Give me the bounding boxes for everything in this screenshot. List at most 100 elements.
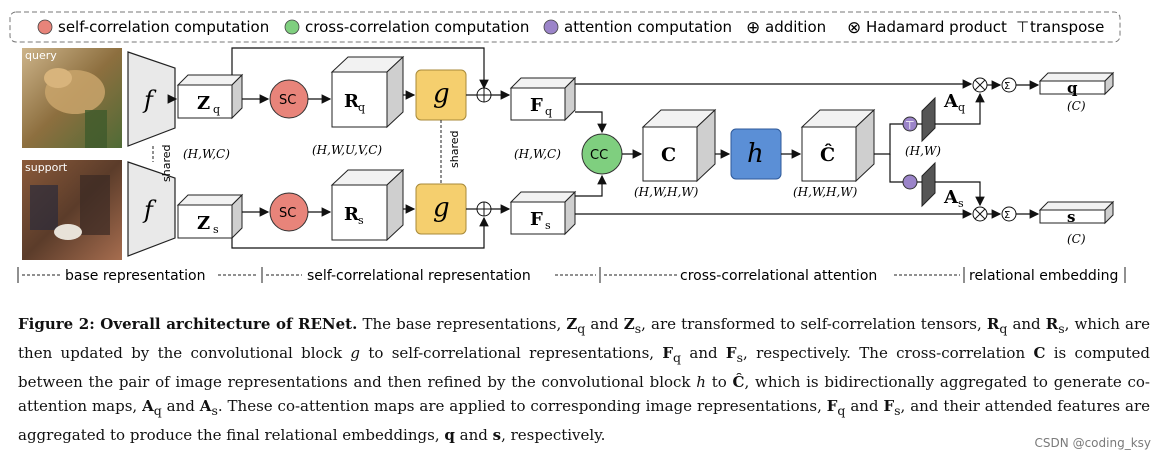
caption-math-g: g xyxy=(350,344,360,362)
transpose-attention-node: ⊤ xyxy=(902,116,918,132)
q-vector: q xyxy=(1038,71,1115,97)
caption-text: . These co-attention maps are applied to… xyxy=(217,397,827,415)
c-dims: (H,W,H,W) xyxy=(634,185,699,199)
sum-support-symbol: Σ xyxy=(1004,210,1010,221)
rs-sub: s xyxy=(358,214,364,227)
sc-support-label: SC xyxy=(279,206,296,221)
caption-sub-q: q xyxy=(577,321,586,336)
rq-sub: q xyxy=(358,101,365,114)
caption-sub-s: s xyxy=(211,403,218,418)
caption-math-Rs: R xyxy=(1045,315,1059,333)
legend-self-corr: self-correlation computation xyxy=(58,18,269,36)
zq-sub: q xyxy=(213,103,220,116)
query-image: query xyxy=(22,48,122,148)
rs-block: R s xyxy=(330,168,405,242)
sum-query-symbol: Σ xyxy=(1004,81,1010,92)
sc-support: SC xyxy=(269,192,309,232)
caption-text: and xyxy=(681,344,726,362)
g-support-label: g xyxy=(433,193,450,223)
fs-label: F xyxy=(530,209,543,230)
caption-text: , which is bidirectionally aggregated to… xyxy=(18,373,1150,415)
caption-math-As: A xyxy=(199,397,212,415)
s-label: s xyxy=(1067,208,1075,226)
rq-label: R xyxy=(344,91,360,112)
stage-cross: cross-correlational attention xyxy=(680,268,877,284)
caption-math-Fq: F xyxy=(662,344,674,362)
zq-dims: (H,W,C) xyxy=(183,147,230,161)
s-dims: (C) xyxy=(1067,232,1086,246)
legend-self-corr-swatch xyxy=(37,19,53,35)
legend-cross-corr: cross-correlation computation xyxy=(305,18,529,36)
sc-query: SC xyxy=(269,79,309,119)
zs-sub: s xyxy=(213,223,219,236)
q-dims: (C) xyxy=(1067,99,1086,113)
caption-math-h: h xyxy=(696,373,706,391)
caption-sub-s: s xyxy=(634,321,642,336)
as-map: A s xyxy=(921,161,964,210)
caption-math-Fq: F xyxy=(826,397,838,415)
caption-text: , are transformed to self-correlation te… xyxy=(641,315,987,333)
cc-label: CC xyxy=(590,148,608,163)
hadamard-node-support xyxy=(972,206,988,222)
aq-sub: q xyxy=(958,101,965,114)
support-image: support xyxy=(22,160,122,260)
hadamard-node-query xyxy=(972,77,988,93)
caption-text: and xyxy=(845,397,884,415)
caption-sub-s: s xyxy=(736,350,743,365)
encoder-f-query: f xyxy=(127,51,176,147)
c-block: C xyxy=(641,108,717,183)
encoder-f-support: f xyxy=(127,161,176,257)
legend-hadamard: Hadamard product xyxy=(866,18,1007,36)
q-label: q xyxy=(1067,79,1078,97)
legend-addition: addition xyxy=(765,18,826,36)
figure-caption: Figure 2: Overall architecture of RENet.… xyxy=(18,312,1150,447)
shared-label-g: shared xyxy=(448,131,461,168)
legend: self-correlation computation cross-corre… xyxy=(9,11,1121,43)
rq-block: R q xyxy=(330,55,405,129)
caption-sub-q: q xyxy=(837,403,846,418)
caption-text: to self-correlational representations, xyxy=(360,344,663,362)
aq-map: A q xyxy=(921,91,965,143)
g-block-query: g xyxy=(415,69,467,121)
aq-label: A xyxy=(943,91,959,112)
caption-text: and xyxy=(585,315,624,333)
connections xyxy=(167,47,1040,249)
caption-math-Rq: R xyxy=(986,315,1000,333)
caption-text: , respectively. The cross-correlation xyxy=(743,344,1034,362)
caption-text: and xyxy=(454,426,493,444)
zs-label: Z xyxy=(197,213,210,234)
c-label: C xyxy=(661,144,676,166)
sc-query-label: SC xyxy=(279,93,296,108)
caption-math-q: q xyxy=(444,426,455,444)
caption-math-Aq: A xyxy=(142,397,154,415)
legend-transpose: transpose xyxy=(1030,18,1104,36)
legend-frame xyxy=(9,11,1121,43)
chat-label: Ĉ xyxy=(820,143,835,166)
legend-attention-swatch xyxy=(543,19,559,35)
zq-label: Z xyxy=(197,93,210,114)
caption-text: and xyxy=(1007,315,1046,333)
h-block: h xyxy=(730,128,782,180)
as-sub: s xyxy=(958,197,964,210)
legend-attention: attention computation xyxy=(564,18,732,36)
caption-math-C: C xyxy=(1033,344,1046,362)
rs-label: R xyxy=(344,204,360,225)
caption-math-Zs: Z xyxy=(623,315,635,333)
caption-text: to xyxy=(705,373,733,391)
caption-sub-q: q xyxy=(673,350,682,365)
caption-text: The base representations, xyxy=(357,315,567,333)
caption-math-Chat: Ĉ xyxy=(732,373,745,391)
addition-icon: ⊕ xyxy=(746,18,760,38)
caption-sub-s: s xyxy=(1058,321,1065,336)
fq-dims: (H,W,C) xyxy=(514,147,561,161)
caption-text: , and their attended features are aggreg… xyxy=(18,397,1150,444)
watermark: CSDN @coding_ksy xyxy=(1034,436,1151,450)
architecture-diagram: self-correlation computation cross-corre… xyxy=(9,11,1126,284)
caption-math-Fs: F xyxy=(725,344,737,362)
addition-node-query xyxy=(476,87,492,103)
attention-node-support xyxy=(902,174,918,190)
a-dims: (H,W) xyxy=(905,144,941,158)
chat-block: Ĉ xyxy=(800,108,876,183)
fq-block: F q xyxy=(509,76,577,122)
caption-text: , respectively. xyxy=(501,426,606,444)
